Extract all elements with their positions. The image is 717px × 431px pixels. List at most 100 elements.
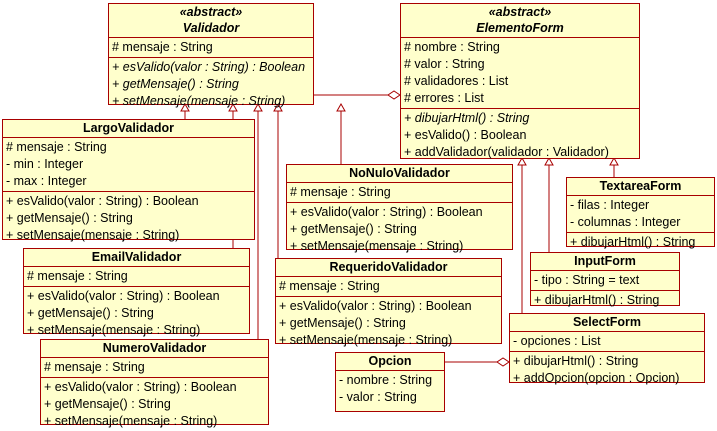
operation: + dibujarHtml() : String <box>404 111 530 125</box>
class-header: TextareaForm <box>567 178 714 196</box>
operation: + esValido(valor : String) : Boolean <box>44 380 237 394</box>
attribute: - valor : String <box>339 390 417 404</box>
attributes-section: # nombre : String # valor : String # val… <box>401 38 639 109</box>
class-requerido-validador[interactable]: RequeridoValidador # mensaje : String + … <box>275 258 502 347</box>
operation: + esValido(valor : String) : Boolean <box>279 299 472 313</box>
class-header: «abstract» ElementoForm <box>401 4 639 38</box>
operation: + setMensaje(mensaje : String) <box>112 94 286 108</box>
class-validador[interactable]: «abstract» Validador # mensaje : String … <box>108 3 314 108</box>
class-opcion[interactable]: Opcion - nombre : String - valor : Strin… <box>335 352 445 412</box>
operation: + setMensaje(mensaje : String) <box>279 333 453 347</box>
attribute: # nombre : String <box>404 40 500 54</box>
class-name: InputForm <box>574 254 636 268</box>
operations-section: + dibujarHtml() : String <box>567 233 714 252</box>
attribute: # mensaje : String <box>27 269 128 283</box>
inheritance-arrowhead <box>273 102 283 112</box>
class-stereotype: «abstract» <box>488 5 552 19</box>
inheritance-arrowhead <box>517 156 527 166</box>
attribute: - filas : Integer <box>570 198 650 212</box>
inheritance-arrowhead <box>609 156 619 166</box>
class-name: NoNuloValidador <box>349 166 450 180</box>
operations-section: + esValido(valor : String) : Boolean + g… <box>109 58 313 111</box>
aggregation-diamond <box>496 357 510 367</box>
operations-section: + esValido(valor : String) : Boolean + g… <box>276 297 501 350</box>
operation: + dibujarHtml() : String <box>534 293 660 307</box>
attribute: # valor : String <box>404 57 485 71</box>
class-textarea-form[interactable]: TextareaForm - filas : Integer - columna… <box>566 177 715 249</box>
operation: + esValido(valor : String) : Boolean <box>27 289 220 303</box>
operation: + esValido() : Boolean <box>404 128 527 142</box>
operation: + setMensaje(mensaje : String) <box>44 414 218 428</box>
class-name: Opcion <box>368 354 412 368</box>
class-header: Opcion <box>336 353 444 371</box>
attributes-section: # mensaje : String <box>276 277 501 297</box>
attributes-section: - nombre : String - valor : String <box>336 371 444 407</box>
attribute: # mensaje : String <box>290 185 391 199</box>
inheritance-arrowhead <box>228 102 238 112</box>
class-header: LargoValidador <box>3 120 254 138</box>
class-header: NumeroValidador <box>41 340 268 358</box>
operation: + getMensaje() : String <box>290 222 417 236</box>
operations-section: + esValido(valor : String) : Boolean + g… <box>41 378 268 431</box>
class-stereotype: «abstract» <box>179 5 243 19</box>
class-name: Validador <box>182 21 240 35</box>
operation: + setMensaje(mensaje : String) <box>6 228 180 242</box>
attribute: - nombre : String <box>339 373 433 387</box>
operation: + esValido(valor : String) : Boolean <box>112 60 306 74</box>
class-elementoform[interactable]: «abstract» ElementoForm # nombre : Strin… <box>400 3 640 159</box>
operation: + esValido(valor : String) : Boolean <box>290 205 483 219</box>
operation: + addOpcion(opcion : Opcion) <box>513 371 680 385</box>
operations-section: + esValido(valor : String) : Boolean + g… <box>287 203 512 256</box>
operations-section: + esValido(valor : String) : Boolean + g… <box>3 192 254 245</box>
operations-section: + esValido(valor : String) : Boolean + g… <box>24 287 249 340</box>
attribute: - max : Integer <box>6 174 87 188</box>
class-name: ElementoForm <box>476 21 564 35</box>
inheritance-arrowhead <box>336 102 346 112</box>
operation: + esValido(valor : String) : Boolean <box>6 194 199 208</box>
attribute: # mensaje : String <box>279 279 380 293</box>
attributes-section: # mensaje : String <box>109 38 313 58</box>
operation: + getMensaje() : String <box>279 316 406 330</box>
class-email-validador[interactable]: EmailValidador # mensaje : String + esVa… <box>23 248 250 337</box>
class-name: LargoValidador <box>83 121 174 135</box>
operation: + dibujarHtml() : String <box>570 235 696 249</box>
operation: + getMensaje() : String <box>27 306 154 320</box>
class-header: «abstract» Validador <box>109 4 313 38</box>
attribute: # validadores : List <box>404 74 509 88</box>
attributes-section: - filas : Integer - columnas : Integer <box>567 196 714 233</box>
operation: + getMensaje() : String <box>44 397 171 411</box>
class-name: RequeridoValidador <box>329 260 448 274</box>
attributes-section: # mensaje : String <box>24 267 249 287</box>
operation: + setMensaje(mensaje : String) <box>27 323 201 337</box>
class-header: SelectForm <box>510 314 704 332</box>
inheritance-arrowhead <box>253 102 263 112</box>
operation: + dibujarHtml() : String <box>513 354 639 368</box>
class-header: EmailValidador <box>24 249 249 267</box>
operation: + getMensaje() : String <box>112 77 239 91</box>
operations-section: + dibujarHtml() : String <box>531 291 679 310</box>
attributes-section: - tipo : String = text <box>531 271 679 291</box>
attribute: - min : Integer <box>6 157 84 171</box>
class-header: RequeridoValidador <box>276 259 501 277</box>
aggregation-diamond <box>387 90 401 100</box>
inheritance-arrowhead <box>544 156 554 166</box>
attributes-section: - opciones : List <box>510 332 704 352</box>
operation: + setMensaje(mensaje : String) <box>290 239 464 253</box>
class-input-form[interactable]: InputForm - tipo : String = text + dibuj… <box>530 252 680 307</box>
attribute: # errores : List <box>404 91 484 105</box>
attribute: # mensaje : String <box>112 40 213 54</box>
class-select-form[interactable]: SelectForm - opciones : List + dibujarHt… <box>509 313 705 385</box>
class-largo-validador[interactable]: LargoValidador # mensaje : String - min … <box>2 119 255 242</box>
operation: + addValidador(validador : Validador) <box>404 145 609 159</box>
class-header: NoNuloValidador <box>287 165 512 183</box>
attribute: - columnas : Integer <box>570 215 681 229</box>
operations-section: + dibujarHtml() : String + esValido() : … <box>401 109 639 162</box>
attribute: - tipo : String = text <box>534 273 640 287</box>
class-name: EmailValidador <box>91 250 182 264</box>
class-numero-validador[interactable]: NumeroValidador # mensaje : String + esV… <box>40 339 269 428</box>
attribute: # mensaje : String <box>6 140 107 154</box>
inheritance-arrowhead <box>180 102 190 112</box>
operations-section: + dibujarHtml() : String + addOpcion(opc… <box>510 352 704 388</box>
class-nonulo-validador[interactable]: NoNuloValidador # mensaje : String + esV… <box>286 164 513 253</box>
